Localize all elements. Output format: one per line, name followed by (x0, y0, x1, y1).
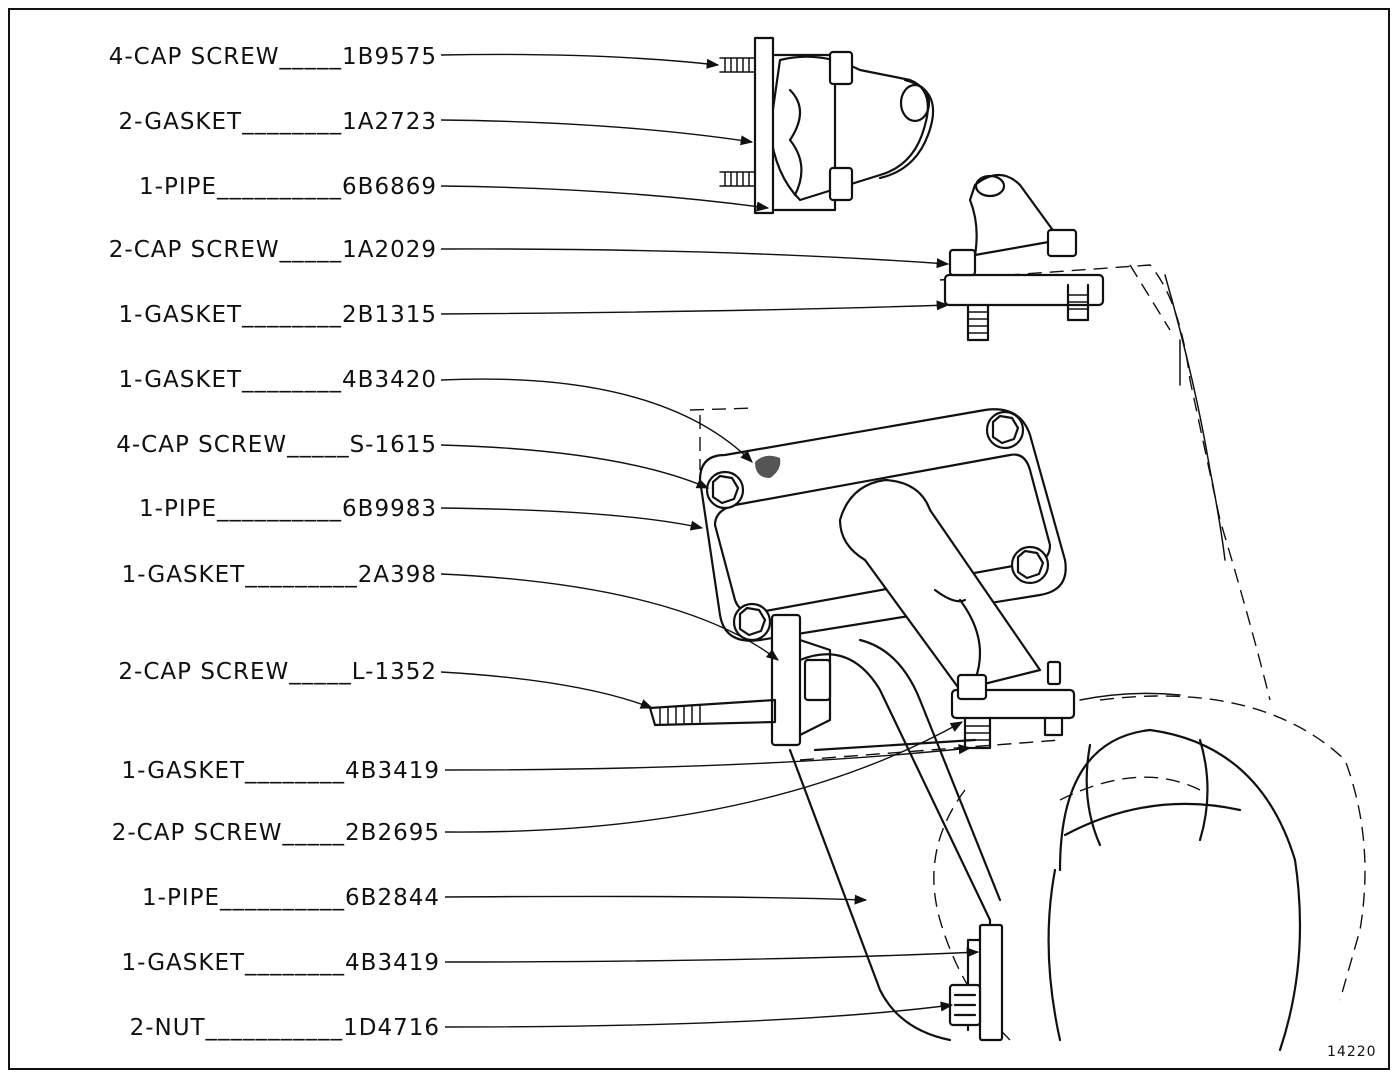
callout-label: 1-GASKET________4B3419 (121, 758, 440, 784)
callout-quantity-part: 1-GASKET (118, 367, 242, 393)
callout-quantity-part: 4-CAP SCREW (109, 44, 280, 70)
callout-part-number: 4B3419 (345, 758, 440, 784)
callout-label: 2-CAP SCREW_____L-1352 (118, 659, 437, 685)
callout-dash-fill: _____ (279, 44, 343, 70)
leader-lines (440, 53, 980, 1028)
callout-part-number: 1A2723 (342, 109, 437, 135)
callout-leader-line (440, 248, 950, 269)
callout-quantity-part: 4-CAP SCREW (116, 432, 287, 458)
callout-label: 2-NUT___________1D4716 (130, 1015, 440, 1041)
callout-dash-fill: ________ (241, 367, 342, 393)
callout-leader-line (440, 53, 720, 69)
callout-quantity-part: 2-CAP SCREW (109, 237, 280, 263)
callout-part-number: 1B9575 (342, 44, 437, 70)
callout-label: 4-CAP SCREW_____S-1615 (116, 432, 437, 458)
callout-quantity-part: 1-GASKET (121, 950, 245, 976)
callout-part-number: 6B9983 (342, 496, 437, 522)
callout-dash-fill: __________ (216, 174, 342, 200)
callout-label: 1-PIPE__________6B9983 (139, 496, 437, 522)
callout-part-number: 2B2695 (345, 820, 440, 846)
callout-dash-fill: _____ (288, 659, 352, 685)
callout-dash-fill: _________ (244, 562, 358, 588)
callout-quantity-part: 1-PIPE (142, 885, 220, 911)
callout-dash-fill: ________ (244, 950, 345, 976)
callout-label: 1-PIPE__________6B2844 (142, 885, 440, 911)
diagram-frame (8, 8, 1390, 1070)
callout-quantity-part: 1-PIPE (139, 496, 217, 522)
pipe-6b2844 (788, 638, 1002, 1042)
callout-leader-line (444, 894, 868, 905)
callout-part-number: 6B6869 (342, 174, 437, 200)
callout-label: 2-CAP SCREW_____2B2695 (112, 820, 440, 846)
lower-left-flange (648, 613, 832, 747)
callout-leader-line (444, 1001, 954, 1028)
callout-leader-line (444, 744, 972, 771)
callout-leader-line (440, 300, 950, 315)
callout-leader-line (444, 721, 964, 833)
callout-dash-fill: ________ (244, 758, 345, 784)
engine-outline (689, 264, 1366, 1041)
callout-quantity-part: 1-GASKET (118, 302, 242, 328)
callout-quantity-part: 1-PIPE (139, 174, 217, 200)
callout-label: 2-GASKET________1A2723 (118, 109, 437, 135)
callout-label: 1-GASKET________4B3420 (118, 367, 437, 393)
callout-leader-line (444, 947, 980, 963)
callout-quantity-part: 1-GASKET (122, 562, 246, 588)
callout-label: 1-GASKET________4B3419 (121, 950, 440, 976)
callout-part-number: 4B3419 (345, 950, 440, 976)
callout-leader-line (440, 507, 704, 531)
engine-block (1047, 274, 1302, 1052)
callout-leader-line (440, 185, 770, 212)
middle-flange (950, 660, 1076, 750)
callout-leader-line (440, 573, 780, 661)
callout-quantity-part: 2-CAP SCREW (112, 820, 283, 846)
pipe-6b6869-assembly (719, 36, 935, 215)
callout-label: 1-GASKET________2B1315 (118, 302, 437, 328)
callout-leader-line (440, 671, 654, 709)
callout-leader-line (440, 444, 710, 489)
callout-dash-fill: ________ (241, 302, 342, 328)
callout-dash-fill: _____ (279, 237, 343, 263)
callout-part-number: L-1352 (352, 659, 437, 685)
callout-leader-line (440, 378, 753, 463)
callout-quantity-part: 2-GASKET (118, 109, 242, 135)
callout-part-number: 1D4716 (343, 1015, 440, 1041)
callout-part-number: 6B2844 (345, 885, 440, 911)
callout-labels: 4-CAP SCREW_____1B95752-GASKET________1A… (109, 44, 440, 1041)
callout-part-number: 4B3420 (342, 367, 437, 393)
callout-label: 1-PIPE__________6B6869 (139, 174, 437, 200)
callout-label: 1-GASKET_________2A398 (122, 562, 437, 588)
callout-quantity-part: 1-GASKET (121, 758, 245, 784)
callout-part-number: S-1615 (350, 432, 437, 458)
figure-number: 14220 (1327, 1044, 1377, 1060)
callout-label: 2-CAP SCREW_____1A2029 (109, 237, 437, 263)
callout-quantity-part: 2-NUT (130, 1015, 206, 1041)
callout-part-number: 2B1315 (342, 302, 437, 328)
callout-dash-fill: __________ (216, 496, 342, 522)
callout-dash-fill: ___________ (205, 1015, 344, 1041)
callout-dash-fill: _____ (286, 432, 350, 458)
callout-part-number: 2A398 (358, 562, 437, 588)
pipe-6b9983 (838, 478, 1042, 692)
callout-quantity-part: 2-CAP SCREW (118, 659, 289, 685)
callout-label: 4-CAP SCREW_____1B9575 (109, 44, 437, 70)
callout-leader-line (440, 119, 754, 146)
elbow-flange-upper (943, 173, 1105, 342)
callout-part-number: 1A2029 (342, 237, 437, 263)
callout-dash-fill: _____ (282, 820, 346, 846)
bottom-flange (948, 923, 1004, 1042)
callout-dash-fill: ________ (241, 109, 342, 135)
callout-dash-fill: __________ (219, 885, 345, 911)
